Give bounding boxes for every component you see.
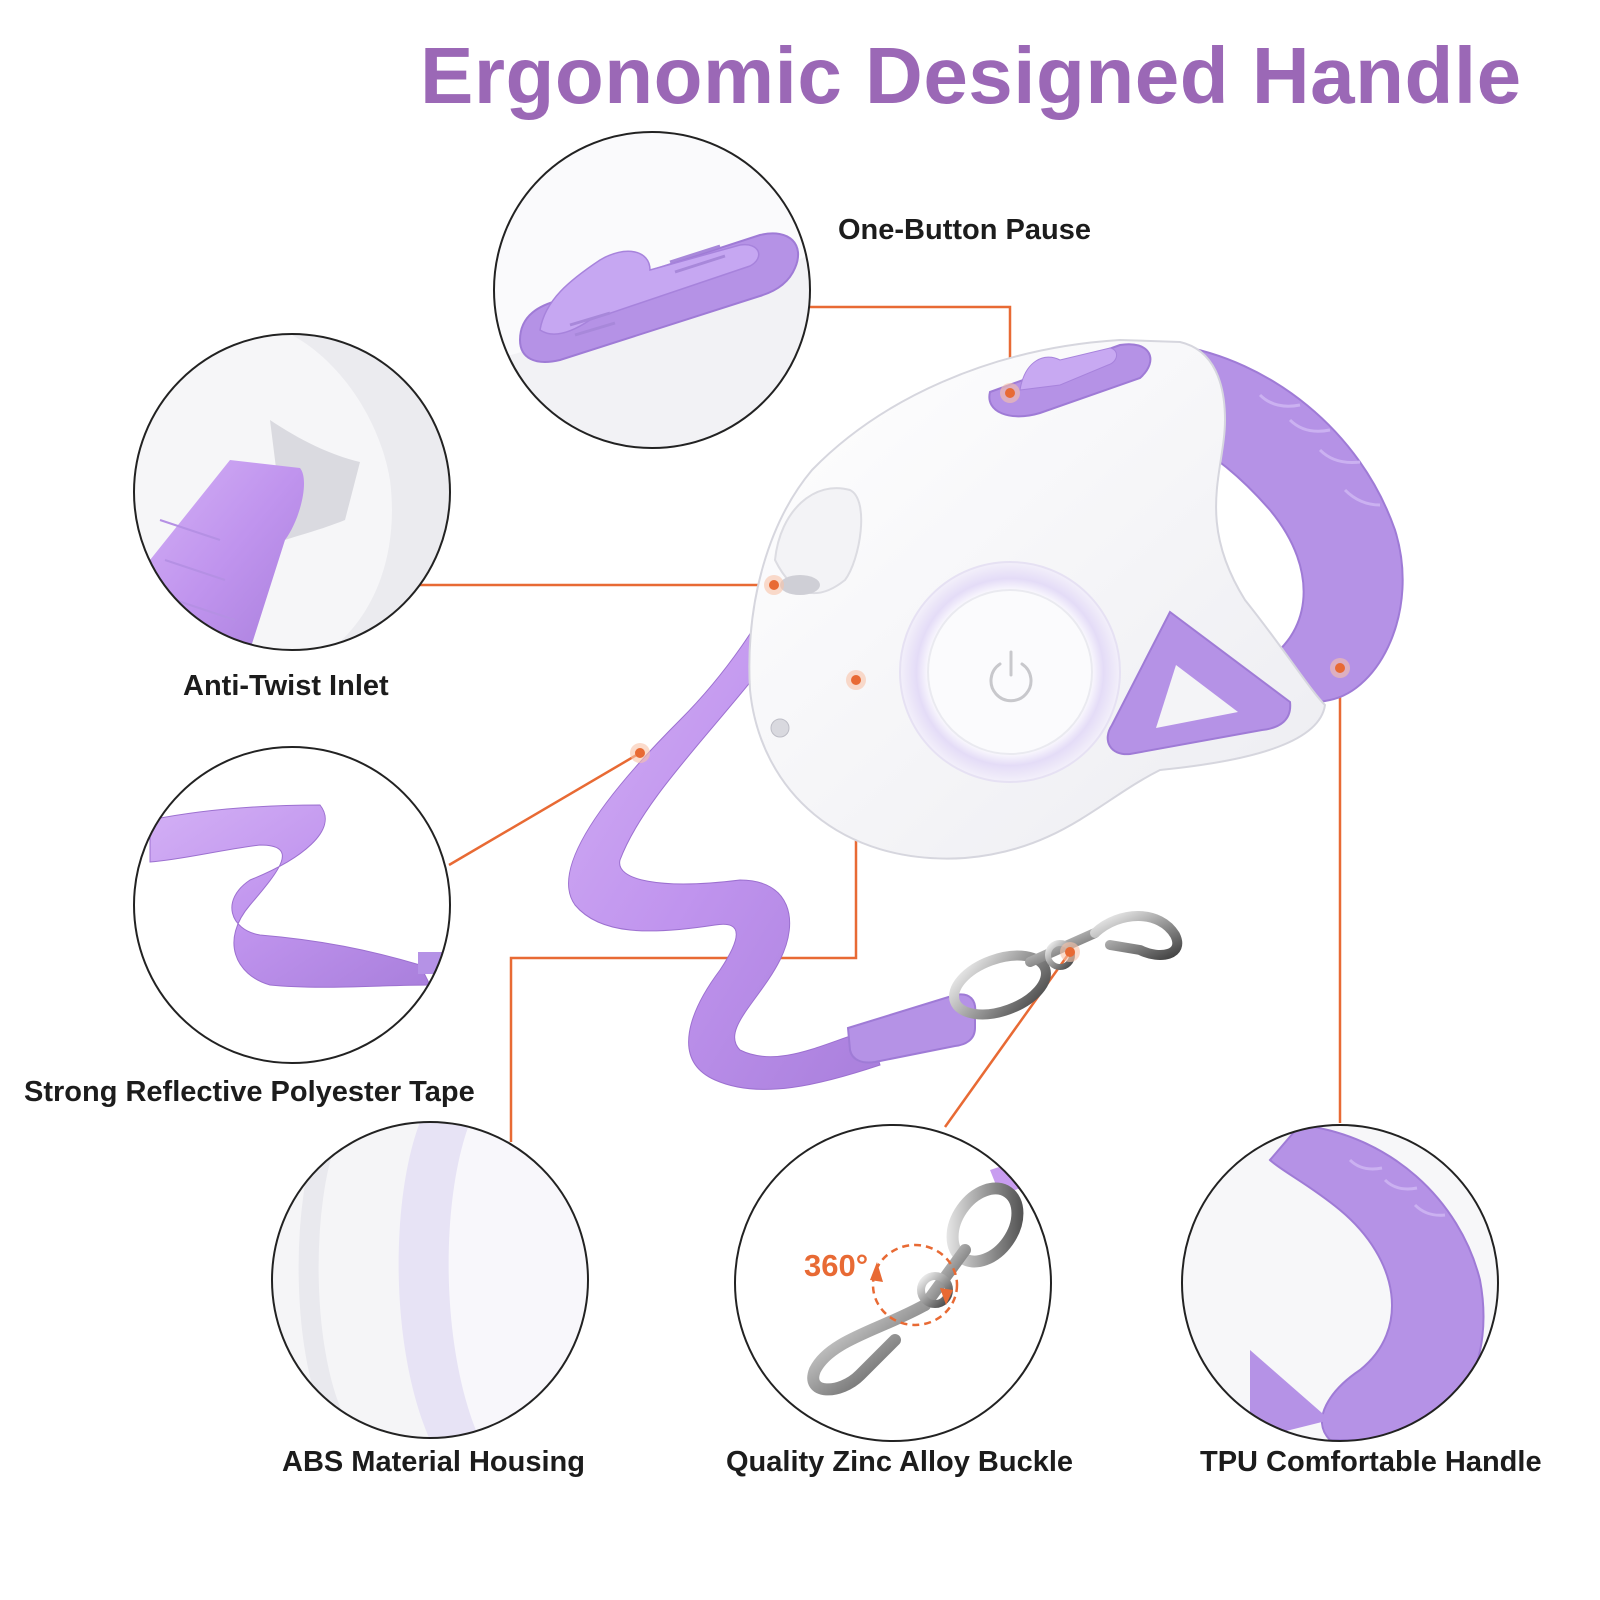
callout-dot-handle <box>1330 658 1350 678</box>
callout-lines <box>418 305 1342 1142</box>
inlet-slot <box>780 575 820 595</box>
page-title: Ergonomic Designed Handle <box>420 31 1522 120</box>
leader-line-tape <box>448 751 641 867</box>
zoom-circle-housing <box>271 1121 589 1439</box>
main-buckle <box>949 911 1183 1020</box>
pause-button-slider <box>1019 347 1117 391</box>
tape-end-sleeve <box>846 993 977 1064</box>
swivel-rotation-icon <box>871 1243 959 1327</box>
zoom-circle-tape <box>133 746 451 1064</box>
handle-grooves <box>1258 393 1381 507</box>
callout-dots <box>630 383 1350 962</box>
label-one-button-pause: One-Button Pause <box>838 214 1091 246</box>
callout-dot-tape <box>630 743 650 763</box>
label-tpu-handle: TPU Comfortable Handle <box>1200 1446 1542 1478</box>
rotation-annotation: 360° <box>804 1248 869 1283</box>
led-light <box>770 718 790 738</box>
zoom-circle-inlet <box>133 333 451 651</box>
zoom-circle-buckle <box>734 1124 1052 1442</box>
power-icon <box>989 650 1033 703</box>
callout-dot-housing <box>846 670 866 690</box>
zoom-circle-pause <box>493 131 811 449</box>
label-zinc-buckle: Quality Zinc Alloy Buckle <box>726 1446 1074 1478</box>
label-abs-housing: ABS Material Housing <box>282 1446 585 1478</box>
triangle-accent-hole <box>1156 665 1238 728</box>
callout-dot-pause <box>1000 383 1020 403</box>
zoom-circle-handle <box>1181 1124 1499 1442</box>
label-reflective-tape: Strong Reflective Polyester Tape <box>24 1076 475 1108</box>
label-anti-twist-inlet: Anti-Twist Inlet <box>183 670 389 702</box>
callout-dot-inlet <box>764 575 784 595</box>
callout-dot-buckle <box>1060 942 1080 962</box>
